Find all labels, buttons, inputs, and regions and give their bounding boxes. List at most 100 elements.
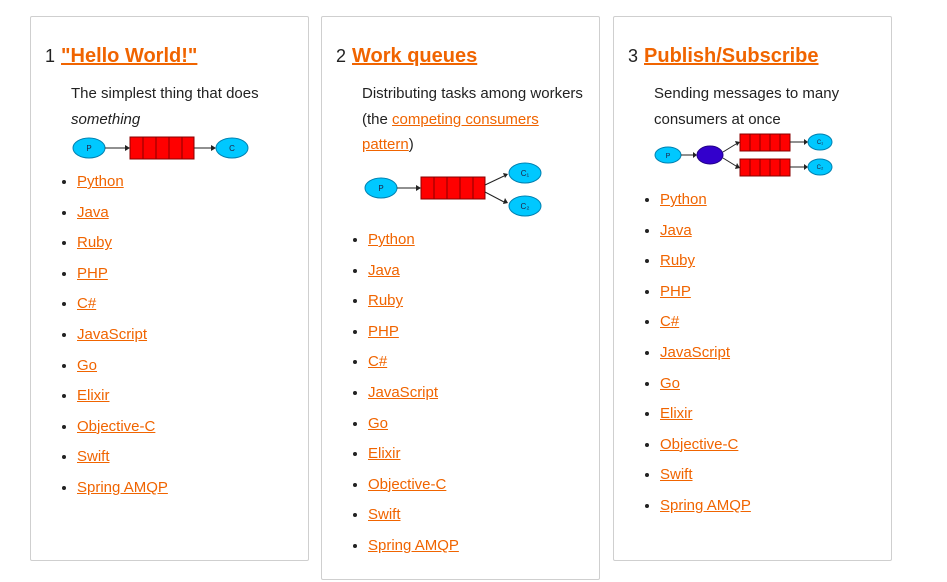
list-item: JavaScript xyxy=(77,323,168,354)
language-link[interactable]: Go xyxy=(77,356,98,374)
language-link[interactable]: Objective-C xyxy=(77,417,156,435)
publish-subscribe-diagram: P C₁ C₂ xyxy=(654,133,833,177)
list-item: Go xyxy=(77,354,168,385)
language-link[interactable]: Elixir xyxy=(77,387,110,405)
description-text: The simplest thing that does xyxy=(71,85,259,102)
producer-label: P xyxy=(378,184,383,193)
consumer1-node xyxy=(508,162,542,184)
consumer-node xyxy=(215,137,249,159)
tutorial-description: Distributing tasks among workers (the co… xyxy=(362,81,587,158)
list-item: Java xyxy=(77,201,168,232)
list-item: Swift xyxy=(368,503,459,534)
tutorial-number: 3 xyxy=(628,46,639,66)
list-item: Objective-C xyxy=(368,473,459,504)
consumer2-label: C₂ xyxy=(521,202,530,211)
list-item: Ruby xyxy=(368,289,459,320)
language-link[interactable]: C# xyxy=(77,295,97,313)
list-item: JavaScript xyxy=(660,341,751,372)
language-link[interactable]: Python xyxy=(660,191,707,208)
language-link[interactable]: PHP xyxy=(660,282,691,300)
language-link[interactable]: Objective-C xyxy=(368,475,447,493)
list-item: Java xyxy=(368,259,459,290)
language-link[interactable]: Swift xyxy=(77,448,110,466)
language-list: Python Java Ruby PHP C# JavaScript Go El… xyxy=(640,188,751,525)
language-link[interactable]: Ruby xyxy=(660,252,696,270)
language-link[interactable]: Ruby xyxy=(77,234,113,252)
language-list: Python Java Ruby PHP C# JavaScript Go El… xyxy=(57,170,168,507)
list-item: Elixir xyxy=(77,384,168,415)
language-link[interactable]: Elixir xyxy=(660,405,693,423)
language-link[interactable]: PHP xyxy=(368,322,399,340)
consumer-label: C xyxy=(229,144,235,153)
language-link[interactable]: Spring AMQP xyxy=(77,478,168,496)
tutorial-number: 1 xyxy=(45,46,56,66)
language-link[interactable]: Objective-C xyxy=(660,435,739,453)
language-link[interactable]: Elixir xyxy=(368,445,401,463)
list-item: Swift xyxy=(77,445,168,476)
queue xyxy=(420,176,486,200)
list-item: C# xyxy=(368,350,459,381)
producer-label: P xyxy=(86,144,91,153)
consumer1-label: C₁ xyxy=(817,140,823,146)
language-link[interactable]: Python xyxy=(368,231,415,248)
list-item: JavaScript xyxy=(368,381,459,412)
language-link[interactable]: Swift xyxy=(368,506,401,524)
tutorial-title-link[interactable]: Publish/Subscribe xyxy=(644,45,819,67)
language-link[interactable]: Java xyxy=(368,261,400,279)
language-link[interactable]: Java xyxy=(77,203,109,221)
consumer1-node xyxy=(807,133,833,151)
description-text: Distributing tasks among workers (the xyxy=(362,85,583,128)
language-link[interactable]: Go xyxy=(660,374,681,392)
consumer1-label: C₁ xyxy=(521,169,530,178)
description-text-end: ) xyxy=(408,136,414,153)
list-item: Ruby xyxy=(660,249,751,280)
producer-label: P xyxy=(666,153,671,160)
exchange-node xyxy=(696,145,724,165)
tutorial-title-link[interactable]: Work queues xyxy=(352,45,478,67)
list-item: Elixir xyxy=(368,442,459,473)
list-item: Python xyxy=(660,188,751,219)
language-link[interactable]: Swift xyxy=(660,466,693,484)
tutorial-title-link[interactable]: "Hello World!" xyxy=(61,45,198,67)
language-link[interactable]: Go xyxy=(368,414,389,432)
tutorial-card-hello-world: 1"Hello World!" The simplest thing that … xyxy=(30,16,309,561)
list-item: Python xyxy=(77,170,168,201)
language-link[interactable]: JavaScript xyxy=(77,325,148,343)
list-item: Elixir xyxy=(660,402,751,433)
language-link[interactable]: C# xyxy=(660,313,680,331)
language-link[interactable]: JavaScript xyxy=(368,383,439,401)
language-link[interactable]: Java xyxy=(660,221,692,239)
language-link[interactable]: PHP xyxy=(77,264,108,282)
list-item: PHP xyxy=(77,262,168,293)
tutorial-description: Sending messages to many consumers at on… xyxy=(654,81,879,133)
list-item: Java xyxy=(660,219,751,250)
language-link[interactable]: C# xyxy=(368,353,388,371)
list-item: C# xyxy=(660,310,751,341)
language-link[interactable]: Ruby xyxy=(368,292,404,310)
list-item: Spring AMQP xyxy=(660,494,751,525)
hello-world-diagram: P C xyxy=(72,136,249,160)
consumer2-node xyxy=(807,158,833,176)
list-item: Objective-C xyxy=(660,433,751,464)
queue xyxy=(129,136,195,160)
language-link[interactable]: Spring AMQP xyxy=(660,496,751,514)
tutorial-number: 2 xyxy=(336,46,347,66)
list-item: Python xyxy=(368,228,459,259)
consumer2-node xyxy=(508,195,542,217)
list-item: Spring AMQP xyxy=(77,476,168,507)
list-item: PHP xyxy=(368,320,459,351)
language-link[interactable]: Python xyxy=(77,173,124,190)
consumer2-label: C₂ xyxy=(817,165,824,171)
language-link[interactable]: JavaScript xyxy=(660,343,731,361)
queue-1 xyxy=(739,133,791,152)
language-list: Python Java Ruby PHP C# JavaScript Go El… xyxy=(348,228,459,565)
description-text: Sending messages to many consumers at on… xyxy=(654,85,840,128)
list-item: Spring AMQP xyxy=(368,534,459,565)
description-emphasis: something xyxy=(71,111,141,128)
language-link[interactable]: Spring AMQP xyxy=(368,536,459,554)
competing-consumers-link[interactable]: competing consumers pattern xyxy=(362,110,539,154)
list-item: C# xyxy=(77,292,168,323)
